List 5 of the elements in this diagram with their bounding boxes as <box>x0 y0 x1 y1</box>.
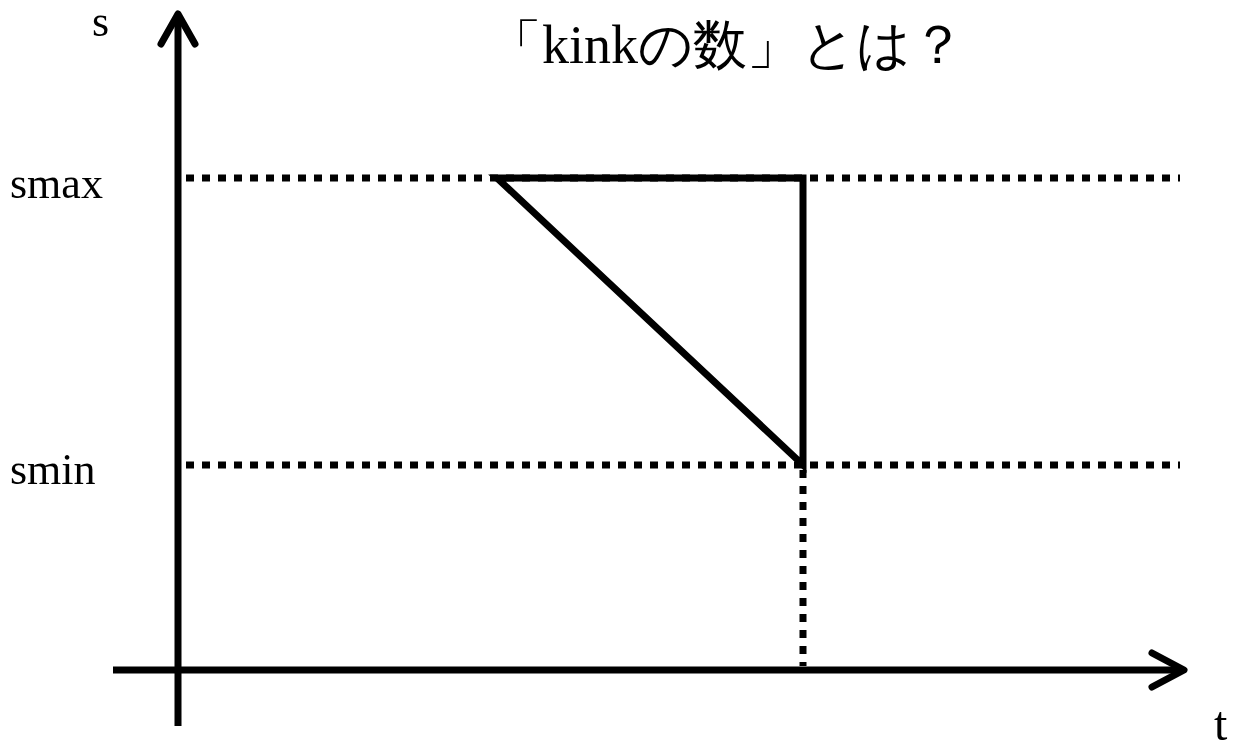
axis-label: smin <box>10 448 96 492</box>
axis-label: smax <box>10 162 103 206</box>
title: 「kinkの数」とは？ <box>488 18 965 72</box>
axis-label: s <box>92 0 110 44</box>
axis-label: t <box>1214 700 1228 748</box>
